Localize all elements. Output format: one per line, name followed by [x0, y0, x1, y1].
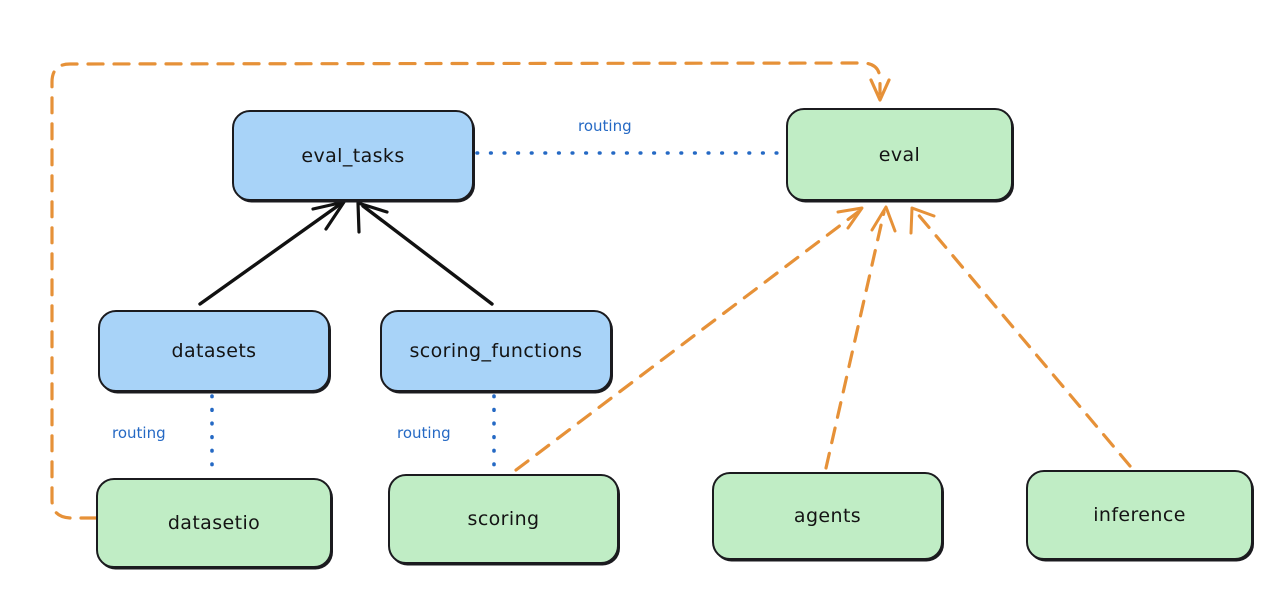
edge-agents-to-eval	[824, 205, 897, 470]
node-eval[interactable]: eval	[786, 108, 1013, 201]
edge-scoring-functions-to-eval-tasks	[356, 201, 494, 306]
edge-datasets-to-eval-tasks	[198, 200, 346, 306]
node-datasets[interactable]: datasets	[98, 310, 330, 392]
node-inference[interactable]: inference	[1026, 470, 1253, 560]
node-label: scoring_functions	[409, 340, 583, 362]
node-label: eval	[878, 143, 921, 166]
node-label: scoring	[467, 508, 540, 530]
node-label: inference	[1093, 504, 1186, 526]
node-agents[interactable]: agents	[712, 472, 943, 560]
node-label: datasets	[171, 340, 257, 362]
node-datasetio[interactable]: datasetio	[96, 478, 332, 568]
node-eval-tasks[interactable]: eval_tasks	[232, 110, 474, 201]
edge-inference-to-eval	[909, 206, 1132, 468]
edge-label-routing-eval: routing	[578, 117, 632, 135]
node-label: eval_tasks	[301, 144, 405, 167]
node-label: datasetio	[167, 512, 261, 534]
edge-label-routing-datasetio: routing	[112, 424, 166, 442]
node-label: agents	[793, 505, 862, 527]
node-scoring[interactable]: scoring	[388, 474, 619, 564]
edge-label-routing-scoring: routing	[397, 424, 451, 442]
node-scoring-functions[interactable]: scoring_functions	[380, 310, 612, 392]
